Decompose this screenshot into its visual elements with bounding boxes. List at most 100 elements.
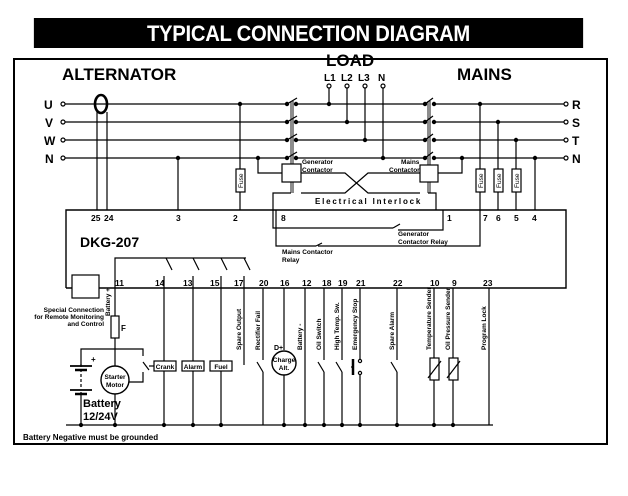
phase-n-alt: N xyxy=(45,152,54,166)
phase-r: R xyxy=(572,98,581,112)
alternator-heading: ALTERNATOR xyxy=(62,65,176,84)
generator-contactor-relay-label-1: Generator xyxy=(398,231,430,238)
terminal-21: 21 xyxy=(356,278,366,288)
special-connection-label-2: for Remote Monitoring xyxy=(34,314,104,321)
terminal-15: 15 xyxy=(210,278,220,288)
charge-alt-label-1: Charge xyxy=(273,357,296,364)
generator-contactor-relay-label-2: Contactor Relay xyxy=(398,239,448,246)
terminal-18: 18 xyxy=(322,278,332,288)
top-terminals: 25 24 3 2 8 1 7 6 5 4 xyxy=(91,213,537,223)
remote-connection-port xyxy=(71,274,100,299)
terminal-12: 12 xyxy=(302,278,312,288)
load-terminal-l1: L1 xyxy=(324,73,336,84)
electrical-interlock-label: Electrical Interlock xyxy=(315,197,422,206)
load-terminal-n-node xyxy=(380,83,386,89)
mains-contactor-coil xyxy=(419,164,439,183)
terminal-8: 8 xyxy=(281,213,286,223)
oil-pressure-sender-label: Oil Pressure Sender xyxy=(445,287,452,350)
footnote: Battery Negative must be grounded xyxy=(23,433,158,442)
terminal-7: 7 xyxy=(483,213,488,223)
battery-plus-sign: + xyxy=(91,355,96,364)
mains-contactor-relay-label-1: Mains Contactor xyxy=(282,249,333,256)
terminal-5: 5 xyxy=(514,213,519,223)
terminal-6: 6 xyxy=(496,213,501,223)
fuse-f xyxy=(110,315,120,339)
diagram-title: TYPICAL CONNECTION DIAGRAM xyxy=(33,18,584,48)
terminal-13: 13 xyxy=(183,278,193,288)
phase-n-mains: N xyxy=(572,152,581,166)
fuse-label: Fuse xyxy=(238,173,245,188)
load-terminal-l1-node xyxy=(326,83,332,89)
terminal-2: 2 xyxy=(233,213,238,223)
load-terminal-l3: L3 xyxy=(358,73,370,84)
high-temp-sw-label: High Temp. Sw. xyxy=(334,302,341,350)
mains-contactor-label-2: Contactor xyxy=(389,167,420,174)
mains-contactor-relay-label-2: Relay xyxy=(282,257,300,264)
crank-relay xyxy=(153,360,177,372)
terminal-1: 1 xyxy=(447,213,452,223)
high-temp-switch xyxy=(335,361,343,373)
terminal-16: 16 xyxy=(280,278,290,288)
terminal-25: 25 xyxy=(91,213,101,223)
terminal-11: 11 xyxy=(115,278,124,288)
controller-model: DKG-207 xyxy=(80,234,139,250)
spare-output-label: Spare Output xyxy=(236,308,243,350)
terminal-19: 19 xyxy=(338,278,348,288)
alarm-label: Alarm xyxy=(184,364,203,371)
phase-w: W xyxy=(44,134,56,148)
load-terminal-l2-node xyxy=(344,83,350,89)
mains-phases: R S T N xyxy=(563,98,581,166)
load-terminals: L1 L2 L3 N xyxy=(324,73,386,161)
fuse-label-s: Fuse xyxy=(496,173,503,188)
generator-contactor-label-1: Generator xyxy=(302,159,334,166)
rectifier-fail-label: Rectifier Fail xyxy=(255,311,262,350)
terminal-9: 9 xyxy=(452,278,457,288)
electrical-interlock-wiring xyxy=(272,172,437,210)
crank-relay-contact xyxy=(142,361,150,371)
oil-switch xyxy=(317,361,325,373)
diagram-frame xyxy=(13,58,608,445)
emergency-stop-label: Emergency Stop xyxy=(352,299,359,350)
charge-alt-label-2: Alt. xyxy=(279,365,290,372)
fuse-f-label: F xyxy=(121,324,126,333)
fuel-label: Fuel xyxy=(214,364,228,371)
special-connection-label-3: and Control xyxy=(68,321,105,328)
battery-label-2: 12/24V xyxy=(83,411,119,423)
terminal-17: 17 xyxy=(234,278,244,288)
load-terminal-l2: L2 xyxy=(341,73,353,84)
oil-switch-label: Oil Switch xyxy=(316,319,323,350)
mains-heading: MAINS xyxy=(457,65,512,84)
fuse-label-r: Fuse xyxy=(478,173,485,188)
terminal-4: 4 xyxy=(532,213,537,223)
battery-label-1: Battery xyxy=(83,398,122,410)
crank-label: Crank xyxy=(156,364,175,371)
phase-s: S xyxy=(572,116,580,130)
special-connection-label-1: Special Connection xyxy=(44,307,104,314)
terminal-3: 3 xyxy=(176,213,181,223)
generator-contactor-coil xyxy=(281,163,302,183)
terminal-10: 10 xyxy=(430,278,440,288)
load-terminal-l3-node xyxy=(362,83,368,89)
battery-minus-label: Battery - xyxy=(297,324,304,350)
terminal-24: 24 xyxy=(104,213,114,223)
battery-plus-label: Battery + xyxy=(105,288,112,316)
generator-contactor-label-2: Contactor xyxy=(302,167,333,174)
alternator-phases: U V W N xyxy=(44,98,66,166)
controller-box xyxy=(65,209,567,289)
terminal-22: 22 xyxy=(393,278,403,288)
rectifier-fail-switch xyxy=(256,361,264,373)
current-transformer-icon xyxy=(93,93,109,115)
phase-u: U xyxy=(44,98,53,112)
spare-alarm-label: Spare Alarm xyxy=(389,312,396,350)
starter-motor-label-1: Starter xyxy=(105,374,126,381)
spare-alarm-switch xyxy=(390,361,398,373)
fuse-label-t: Fuse xyxy=(514,173,521,188)
fuel-relay xyxy=(209,360,233,372)
load-bus xyxy=(296,103,425,159)
mains-contactor-label-1: Mains xyxy=(401,159,420,166)
terminal-20: 20 xyxy=(259,278,269,288)
phase-t: T xyxy=(572,134,580,148)
starter-motor-label-2: Motor xyxy=(106,382,125,389)
temperature-sender-label: Temperature Sender xyxy=(426,287,433,350)
